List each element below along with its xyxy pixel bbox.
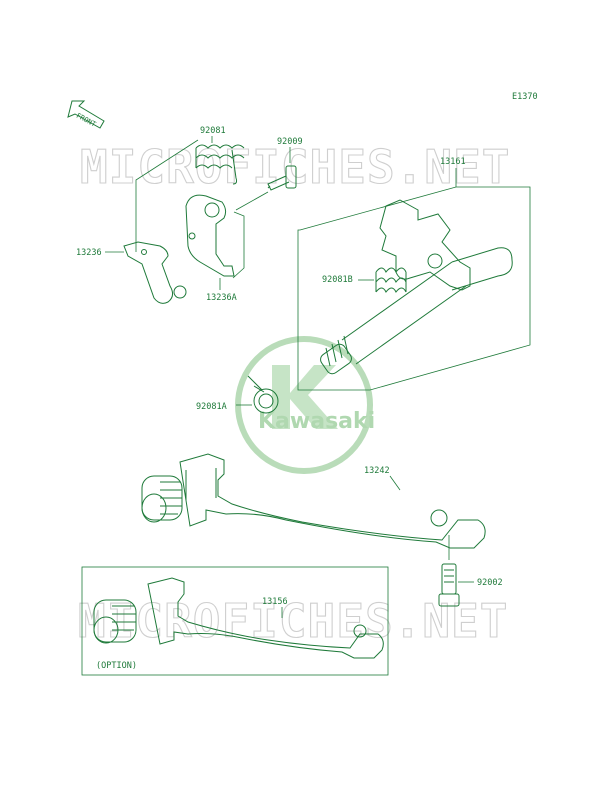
kawasaki-logo: Kawasaki: [235, 336, 375, 474]
label-13156: 13156: [262, 597, 288, 607]
arm-13236: [123, 241, 187, 304]
pedal-13156: [93, 577, 384, 659]
spring-92081b: [375, 267, 407, 293]
label-92009: 92009: [277, 137, 303, 147]
option-label: (OPTION): [96, 661, 137, 671]
pedal-13242: [141, 453, 486, 549]
label-13236: 13236: [76, 248, 102, 258]
label-92081b: 92081B: [322, 275, 353, 285]
bolt-92009: [267, 165, 297, 191]
label-13236a: 13236A: [206, 293, 237, 303]
bolt-92002: [438, 563, 460, 607]
svg-text:Kawasaki: Kawasaki: [258, 409, 375, 434]
label-13242: 13242: [364, 466, 390, 476]
diagram-code: E1370: [512, 92, 538, 102]
spring-92081: [195, 144, 245, 185]
label-92081: 92081: [200, 126, 226, 136]
watermark-top: MICROFICHES.NET: [80, 140, 510, 194]
label-13161: 13161: [440, 157, 466, 167]
label-92002: 92002: [477, 578, 503, 588]
label-92081a: 92081A: [196, 402, 227, 412]
option-box: [81, 566, 389, 676]
svg-text:FRONT: FRONT: [75, 112, 98, 129]
plate-13236a: [185, 194, 235, 277]
spring-92081a: [247, 375, 279, 414]
front-arrow-icon: FRONT: [67, 100, 105, 129]
shaft-13161: [320, 199, 513, 375]
watermark-bottom: MICROFICHES.NET: [78, 594, 508, 648]
